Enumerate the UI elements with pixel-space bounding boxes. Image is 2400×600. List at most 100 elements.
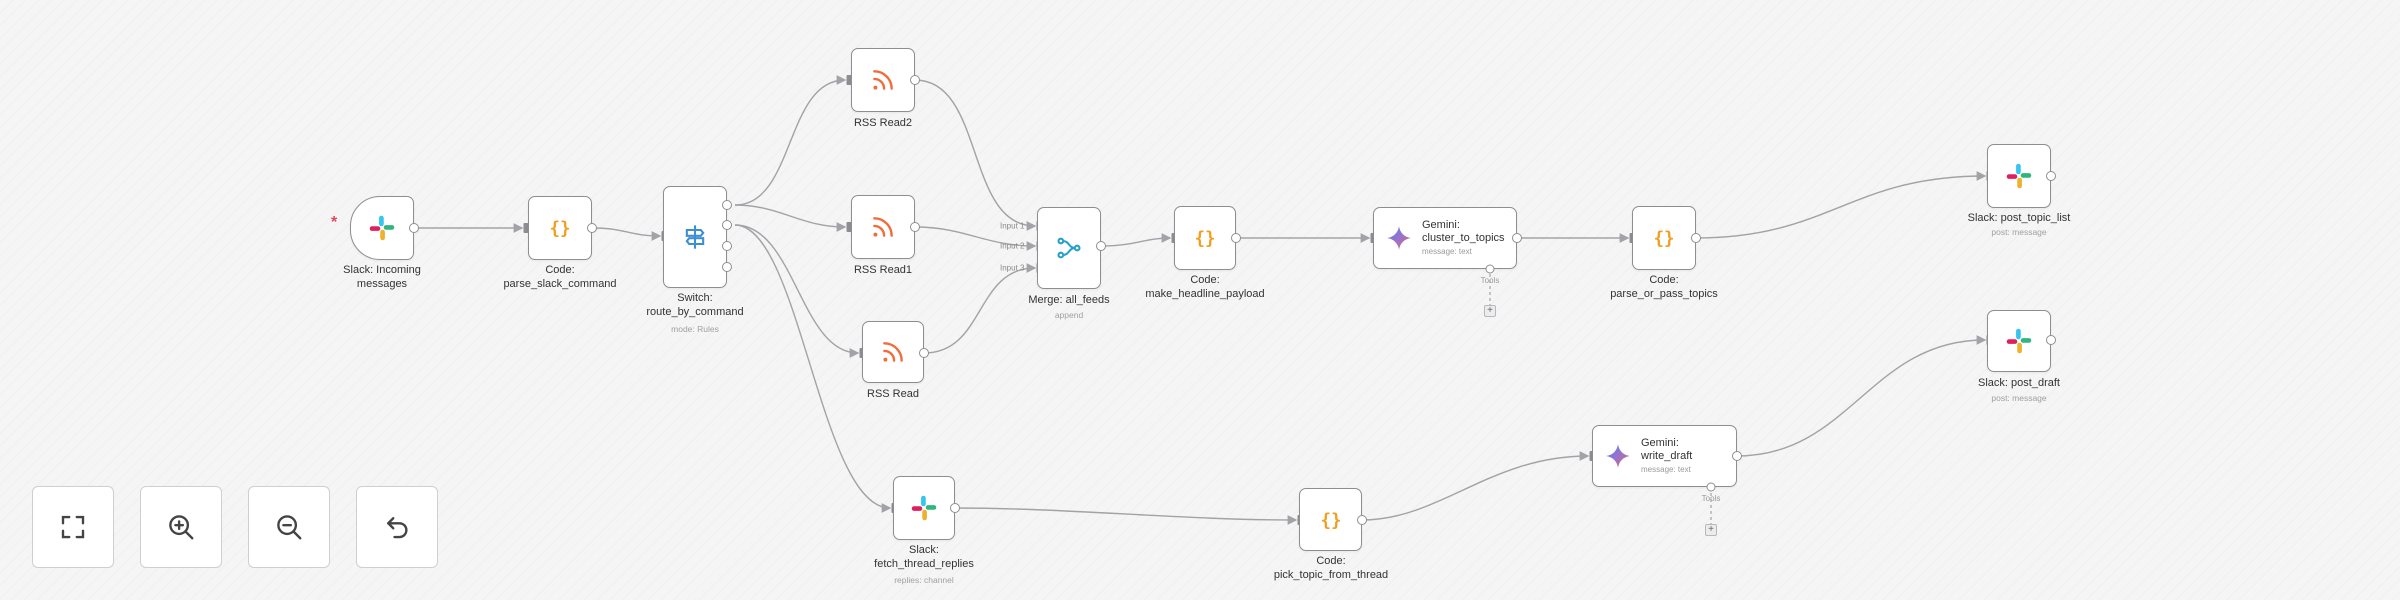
- output-handle-3[interactable]: [722, 262, 732, 272]
- slack-icon: [2005, 162, 2033, 190]
- output-handle[interactable]: [1357, 515, 1367, 525]
- output-handle[interactable]: [919, 348, 929, 358]
- node-rss-read1[interactable]: [851, 195, 915, 259]
- merge-input-label-3: Input 3: [1000, 263, 1025, 273]
- node-slack-incoming-messages[interactable]: [350, 196, 414, 260]
- code-icon: {}: [1317, 506, 1345, 534]
- input-handle[interactable]: [523, 223, 529, 233]
- node-gemini-write-draft[interactable]: Gemini: write_draft message: text: [1592, 425, 1737, 487]
- edge-pick-topic-to-gemini-write: [1361, 451, 1590, 521]
- tools-label: Tools: [1480, 276, 1500, 285]
- node-subtitle: message: text: [1641, 465, 1691, 475]
- merge-input-label-1: Input 1: [1000, 221, 1025, 231]
- reset-zoom-button[interactable]: [356, 486, 438, 568]
- node-gemini-cluster-to-topics[interactable]: Gemini: cluster_to_topics message: text: [1373, 207, 1517, 269]
- node-title: Gemini: write_draft: [1641, 437, 1693, 463]
- slack-icon: [368, 214, 396, 242]
- output-handle-1[interactable]: [722, 220, 732, 230]
- node-label: Code: parse_or_pass_topics: [1610, 274, 1718, 300]
- node-make-headline-payload[interactable]: {}: [1174, 206, 1236, 270]
- zoom-out-button[interactable]: [248, 486, 330, 568]
- node-label: Switch: route_by_command: [646, 292, 744, 318]
- output-handle[interactable]: [910, 222, 920, 232]
- edge-gemini-write-to-slack-draft: [1736, 335, 1987, 457]
- output-handle[interactable]: [2046, 335, 2056, 345]
- code-icon: {}: [546, 214, 574, 242]
- undo-icon: [382, 512, 412, 542]
- node-parse-or-pass-topics[interactable]: {}: [1632, 206, 1696, 270]
- output-handle[interactable]: [1096, 241, 1106, 251]
- node-pick-topic-from-thread[interactable]: {}: [1299, 488, 1362, 551]
- output-handle[interactable]: [910, 75, 920, 85]
- tools-label: Tools: [1701, 494, 1721, 503]
- node-label: RSS Read2: [853, 117, 913, 129]
- rss-icon: [880, 339, 906, 365]
- node-parse-slack-command[interactable]: {}: [528, 196, 592, 260]
- fit-view-button[interactable]: [32, 486, 114, 568]
- input-handle[interactable]: [846, 75, 852, 85]
- node-slack-post-draft[interactable]: [1987, 310, 2051, 372]
- output-handle[interactable]: [950, 503, 960, 513]
- node-label: Slack: post_topic_list: [1967, 212, 2071, 224]
- output-handle[interactable]: [2046, 171, 2056, 181]
- zoom-in-button[interactable]: [140, 486, 222, 568]
- gemini-icon: [1386, 225, 1412, 251]
- edge-rss-to-merge: [923, 263, 1037, 354]
- node-label: Code: parse_slack_command: [503, 264, 617, 290]
- tools-handle[interactable]: [1485, 264, 1495, 274]
- edge-merge-to-payload: [1100, 233, 1172, 247]
- code-icon: {}: [1191, 224, 1219, 252]
- node-slack-fetch-thread-replies[interactable]: [893, 476, 955, 540]
- node-label: Slack: fetch_thread_replies: [874, 544, 974, 570]
- input-handle[interactable]: [846, 222, 852, 232]
- node-title: Gemini: cluster_to_topics: [1422, 219, 1505, 245]
- svg-text:{}: {}: [1320, 510, 1341, 530]
- zoom-out-icon: [274, 512, 304, 542]
- trigger-marker: *: [331, 214, 338, 231]
- zoom-in-icon: [166, 512, 196, 542]
- add-tool-button[interactable]: +: [1705, 524, 1717, 536]
- node-subtitle: post: message: [1991, 227, 2047, 237]
- edge-fetch-thread-to-pick-topic: [954, 507, 1298, 525]
- node-label: RSS Read1: [853, 264, 913, 276]
- slack-icon: [910, 494, 938, 522]
- node-merge-all-feeds[interactable]: [1037, 207, 1101, 289]
- gemini-icon: [1605, 443, 1631, 469]
- output-handle[interactable]: [587, 223, 597, 233]
- output-handle-0[interactable]: [722, 200, 732, 210]
- node-subtitle: mode: Rules: [671, 324, 719, 334]
- edge-switch-to-rss2: [734, 75, 847, 206]
- node-switch-route-by-command[interactable]: [663, 186, 727, 288]
- svg-text:{}: {}: [1194, 229, 1215, 249]
- node-label: Slack: Incoming messages: [343, 264, 421, 290]
- output-handle[interactable]: [1512, 233, 1522, 243]
- merge-icon: [1055, 234, 1083, 262]
- add-tool-button[interactable]: +: [1484, 305, 1496, 317]
- output-handle[interactable]: [409, 223, 419, 233]
- tools-handle[interactable]: [1706, 482, 1716, 492]
- output-handle[interactable]: [1231, 233, 1241, 243]
- signpost-icon: [681, 223, 709, 251]
- slack-icon: [2005, 327, 2033, 355]
- node-subtitle: message: text: [1422, 247, 1472, 257]
- node-rss-read2[interactable]: [851, 48, 915, 112]
- edge-rss2-to-merge: [914, 79, 1037, 231]
- node-subtitle: append: [1054, 310, 1084, 320]
- edge-switch-to-rss: [734, 224, 860, 358]
- node-label: Code: pick_topic_from_thread: [1273, 555, 1389, 581]
- node-label: Slack: post_draft: [1978, 377, 2060, 389]
- node-subtitle: post: message: [1991, 393, 2047, 403]
- node-label: Code: make_headline_payload: [1145, 274, 1265, 300]
- node-rss-read[interactable]: [862, 321, 924, 383]
- output-handle[interactable]: [1732, 451, 1742, 461]
- node-slack-post-topic-list[interactable]: [1987, 144, 2051, 208]
- fit-view-icon: [58, 512, 88, 542]
- edge-parse-topics-to-slack-list: [1695, 171, 1987, 239]
- node-label: Merge: all_feeds: [1028, 294, 1110, 306]
- node-subtitle: replies: channel: [894, 575, 954, 585]
- output-handle[interactable]: [1691, 233, 1701, 243]
- node-label: RSS Read: [867, 388, 919, 400]
- merge-input-label-2: Input 2: [1000, 241, 1025, 251]
- output-handle-2[interactable]: [722, 241, 732, 251]
